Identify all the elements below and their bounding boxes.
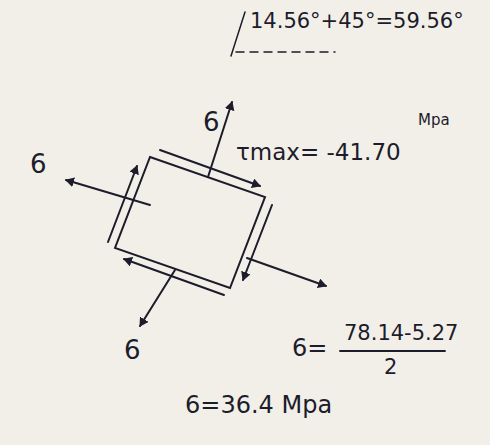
stress-result: 6=36.4 Mpa — [185, 392, 332, 418]
fraction-bar — [340, 350, 445, 352]
fraction-numerator: 78.14-5.27 — [344, 322, 458, 345]
element-square — [115, 157, 265, 288]
normal-stress-arrow — [140, 270, 175, 326]
normal-stress-arrow — [247, 258, 326, 286]
shear-arrow — [108, 166, 137, 242]
stress-formula: 6= — [292, 335, 327, 361]
reference-line — [236, 51, 335, 53]
shear-value: τmax= -41.70 — [236, 140, 401, 165]
shear-arrow — [243, 205, 272, 280]
normal-stress-arrow — [66, 180, 150, 205]
angle-note: 14.56°+45°=59.56° — [250, 10, 464, 33]
shear-arrow — [124, 259, 224, 295]
stress-symbol: 6 — [203, 108, 220, 137]
angle-line — [231, 12, 245, 56]
stress-symbol: 6 — [30, 150, 47, 179]
unit-label: Mpa — [418, 112, 450, 129]
stress-symbol: 6 — [124, 336, 141, 365]
fraction-denominator: 2 — [384, 356, 397, 379]
